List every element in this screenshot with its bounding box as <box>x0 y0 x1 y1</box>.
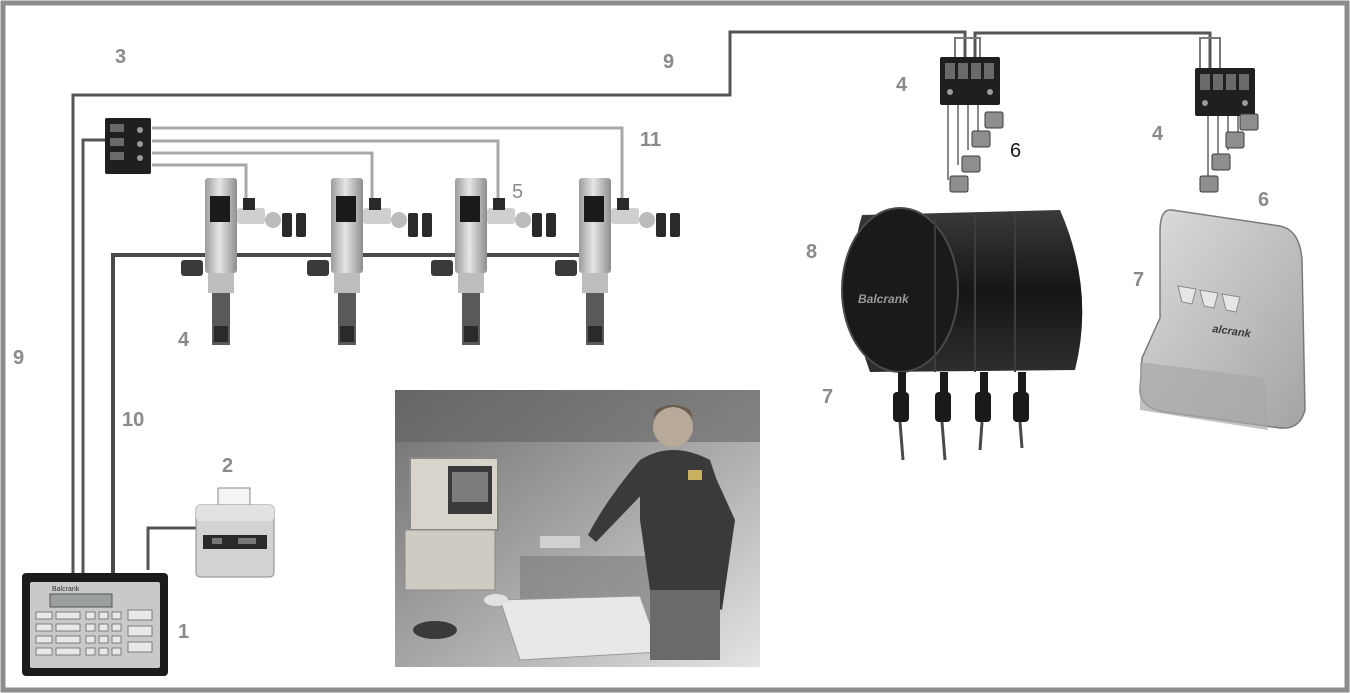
data-cable-pair <box>954 37 1221 70</box>
callout-cable-left: 9 <box>13 347 24 369</box>
air-line-4 <box>152 126 624 205</box>
cabinet-logo: alcrank <box>1212 323 1253 340</box>
air-line-2 <box>152 151 374 205</box>
console-keypad <box>35 609 153 656</box>
air-line-3 <box>152 139 500 205</box>
interface-box-left <box>105 118 151 174</box>
pump-3 <box>431 178 556 345</box>
data-cable-branch <box>973 31 1212 70</box>
reel-nozzles <box>893 372 1029 461</box>
air-line-1 <box>152 163 248 205</box>
interface-cable <box>81 138 106 575</box>
operator-photo <box>395 390 760 667</box>
control-console: Balcrank <box>22 573 168 676</box>
callout-line-top-left: 3 <box>115 46 126 68</box>
meter-cables-right <box>1207 105 1239 180</box>
callout-interface-mid: 4 <box>896 74 908 96</box>
console-logo: Balcrank <box>52 586 80 593</box>
data-cable <box>71 30 967 575</box>
callout-interface-right: 4 <box>1152 123 1164 145</box>
interface-box-mid <box>940 57 1000 105</box>
callout-pump-left: 4 <box>178 329 190 351</box>
pump-header-line <box>111 253 600 575</box>
meters-right <box>1199 113 1259 193</box>
pump-4 <box>555 178 680 345</box>
pump-2 <box>307 178 432 345</box>
callout-valves-reel: 7 <box>822 386 833 408</box>
callout-labels: 1 2 3 4 4 4 5 6 6 7 7 8 9 9 10 11 <box>13 46 1269 643</box>
pump-1 <box>181 178 306 345</box>
callout-valves-cabinet: 7 <box>1133 269 1144 291</box>
cabinet-valves <box>1177 285 1241 313</box>
interface-box-right <box>1195 68 1255 116</box>
callout-cable-top: 9 <box>663 51 674 73</box>
printer <box>195 487 275 578</box>
hose-reel-housing: Balcrank <box>841 207 1083 461</box>
callout-meter-right: 6 <box>1258 189 1269 211</box>
callout-printer: 2 <box>222 455 233 477</box>
callout-reel-housing: 8 <box>806 241 817 263</box>
callout-meter-mid: 6 <box>1010 140 1021 162</box>
meters-mid <box>949 111 1004 193</box>
callout-air-lines: 11 <box>640 129 661 151</box>
reel-logo: Balcrank <box>858 292 910 306</box>
dispense-cabinet: alcrank <box>1139 209 1306 430</box>
meter-cables-mid <box>947 105 979 180</box>
connection-lines <box>71 30 1239 575</box>
printer-cable <box>146 526 198 570</box>
callout-solenoid: 5 <box>512 181 523 203</box>
callout-controller: 1 <box>178 621 189 643</box>
callout-cable-controller: 10 <box>122 409 144 431</box>
